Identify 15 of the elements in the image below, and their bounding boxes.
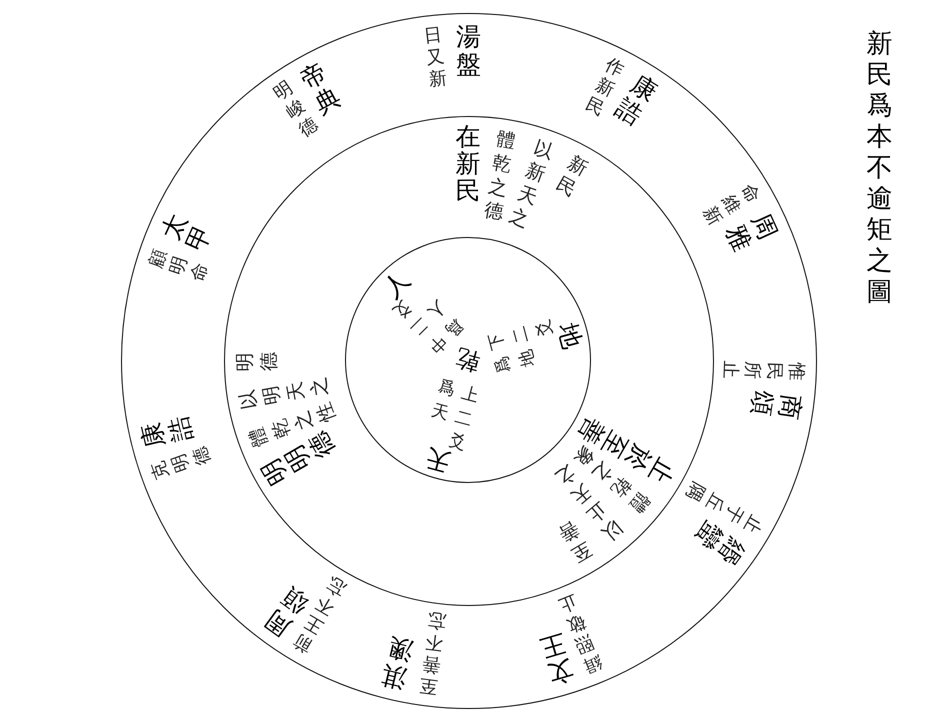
note-text: 新民 [552, 150, 593, 202]
heading-label: 淇澳 [378, 632, 416, 692]
center-label: 乾 [452, 344, 484, 376]
outer-ring [121, 13, 817, 709]
heading-label: 康誥 [136, 412, 197, 450]
quote-text: 惟民所止 [718, 359, 807, 382]
quote-text: 至善不忘 [417, 608, 448, 698]
heading-label: 湯盤 [456, 22, 482, 79]
principle-label: 在新民 [455, 123, 482, 204]
note-text: 爲地 [491, 347, 540, 376]
note-text: 明德 [233, 352, 282, 372]
spoke-label: 地 [553, 320, 585, 352]
quote-text: 日又新 [422, 24, 448, 92]
heading-label: 商頌 [746, 388, 805, 422]
diagram-title: 新民爲本不逾矩之圖 [866, 29, 893, 308]
